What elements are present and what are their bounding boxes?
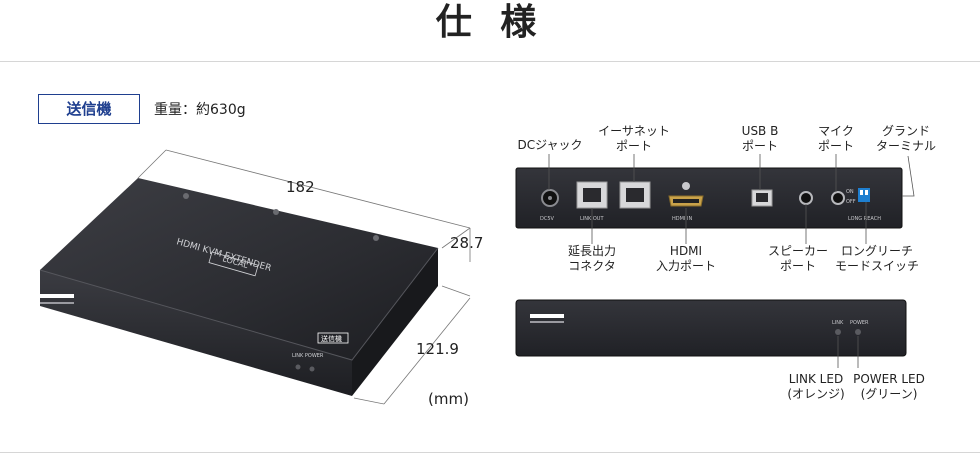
ground-screw-icon [682, 182, 690, 190]
label-hdmi-input: HDMI 入力ポート [648, 244, 724, 274]
weight-spec: 重量：約630g [154, 102, 246, 118]
front-logo-icon [530, 314, 564, 318]
label-line: (グリーン) [860, 387, 918, 401]
label-line: グランド [881, 124, 930, 138]
label-line: 延長出力 [567, 244, 616, 258]
label-line: POWER LED [853, 372, 925, 386]
label-dc-jack: DCジャック [517, 138, 583, 152]
led-icon [295, 364, 301, 370]
label-line: マイク [818, 124, 854, 138]
label-ethernet-port: イーサネット ポート [596, 124, 672, 154]
label-line: ターミナル [875, 139, 936, 153]
label-usb-b-port: USB B ポート [728, 124, 792, 154]
side-badge-frame [317, 332, 349, 344]
device-perspective: HDMI KVM EXTENDER LOCAL 送信機 LINK POWER [39, 149, 471, 405]
silk-link: LINK [832, 320, 844, 326]
label-line: ポート [779, 259, 816, 273]
page-title: 仕 様 [435, 2, 545, 43]
front-leader-lines [837, 336, 859, 368]
label-line: ポート [615, 139, 652, 153]
label-line: ポート [741, 139, 778, 153]
rear-panel: DC5V LINK OUT HDMI IN ON OFF LONG REACH [515, 154, 915, 244]
front-panel: LINK POWER [515, 299, 907, 368]
silk-on: ON [846, 189, 854, 195]
dimension-height: 28.7 [450, 234, 484, 252]
label-line: (オレンジ) [787, 387, 845, 401]
bottom-divider [0, 452, 980, 453]
led-icon [309, 366, 315, 372]
screw-icon [373, 235, 379, 241]
label-line: USB B [741, 124, 779, 138]
label-ground-terminal: グランド ターミナル [868, 124, 944, 154]
label-line: スピーカー [767, 244, 828, 258]
side-badge-text: 送信機 [321, 334, 342, 343]
label-mic-port: マイク ポート [806, 124, 866, 154]
front-led-label: LINK POWER [292, 353, 324, 359]
link-led-icon [835, 329, 841, 335]
label-line: HDMI [669, 244, 703, 258]
silk-hdmi-in: HDMI IN [672, 216, 692, 222]
speaker-jack-icon [799, 191, 813, 205]
category-tag: 送信機 [38, 94, 140, 124]
dimension-depth: 121.9 [416, 340, 459, 358]
label-extension-output: 延長出力 コネクタ [560, 244, 624, 274]
label-line: ロングリーチ [840, 244, 913, 258]
silk-power: POWER [850, 320, 869, 326]
dimension-unit: (mm) [428, 390, 469, 408]
label-line: LINK LED [788, 372, 844, 386]
long-reach-switch-icon [858, 188, 870, 202]
label-link-led: LINK LED (オレンジ) [778, 372, 854, 402]
silk-dc: DC5V [540, 216, 555, 222]
screw-icon [273, 209, 279, 215]
label-speaker-port: スピーカー ポート [760, 244, 836, 274]
dimension-width: 182 [286, 178, 315, 196]
logo-underline [40, 302, 74, 304]
screw-icon [183, 193, 189, 199]
label-line: コネクタ [568, 259, 616, 273]
label-long-reach-switch: ロングリーチ モードスイッチ [832, 244, 922, 274]
power-led-icon [855, 329, 861, 335]
silk-off: OFF [846, 199, 856, 205]
mic-jack-icon [831, 191, 845, 205]
logo-icon [40, 294, 74, 298]
rear-leader-lines [548, 154, 915, 244]
label-line: イーサネット [598, 124, 670, 138]
label-power-led: POWER LED (グリーン) [848, 372, 930, 402]
label-line: 入力ポート [655, 259, 716, 273]
label-line: ポート [817, 139, 854, 153]
label-line: モードスイッチ [834, 259, 919, 273]
title-divider [0, 61, 980, 62]
silk-long-reach: LONG REACH [848, 216, 881, 222]
device-badge-frame [208, 251, 259, 277]
dimension-lines [137, 149, 471, 405]
